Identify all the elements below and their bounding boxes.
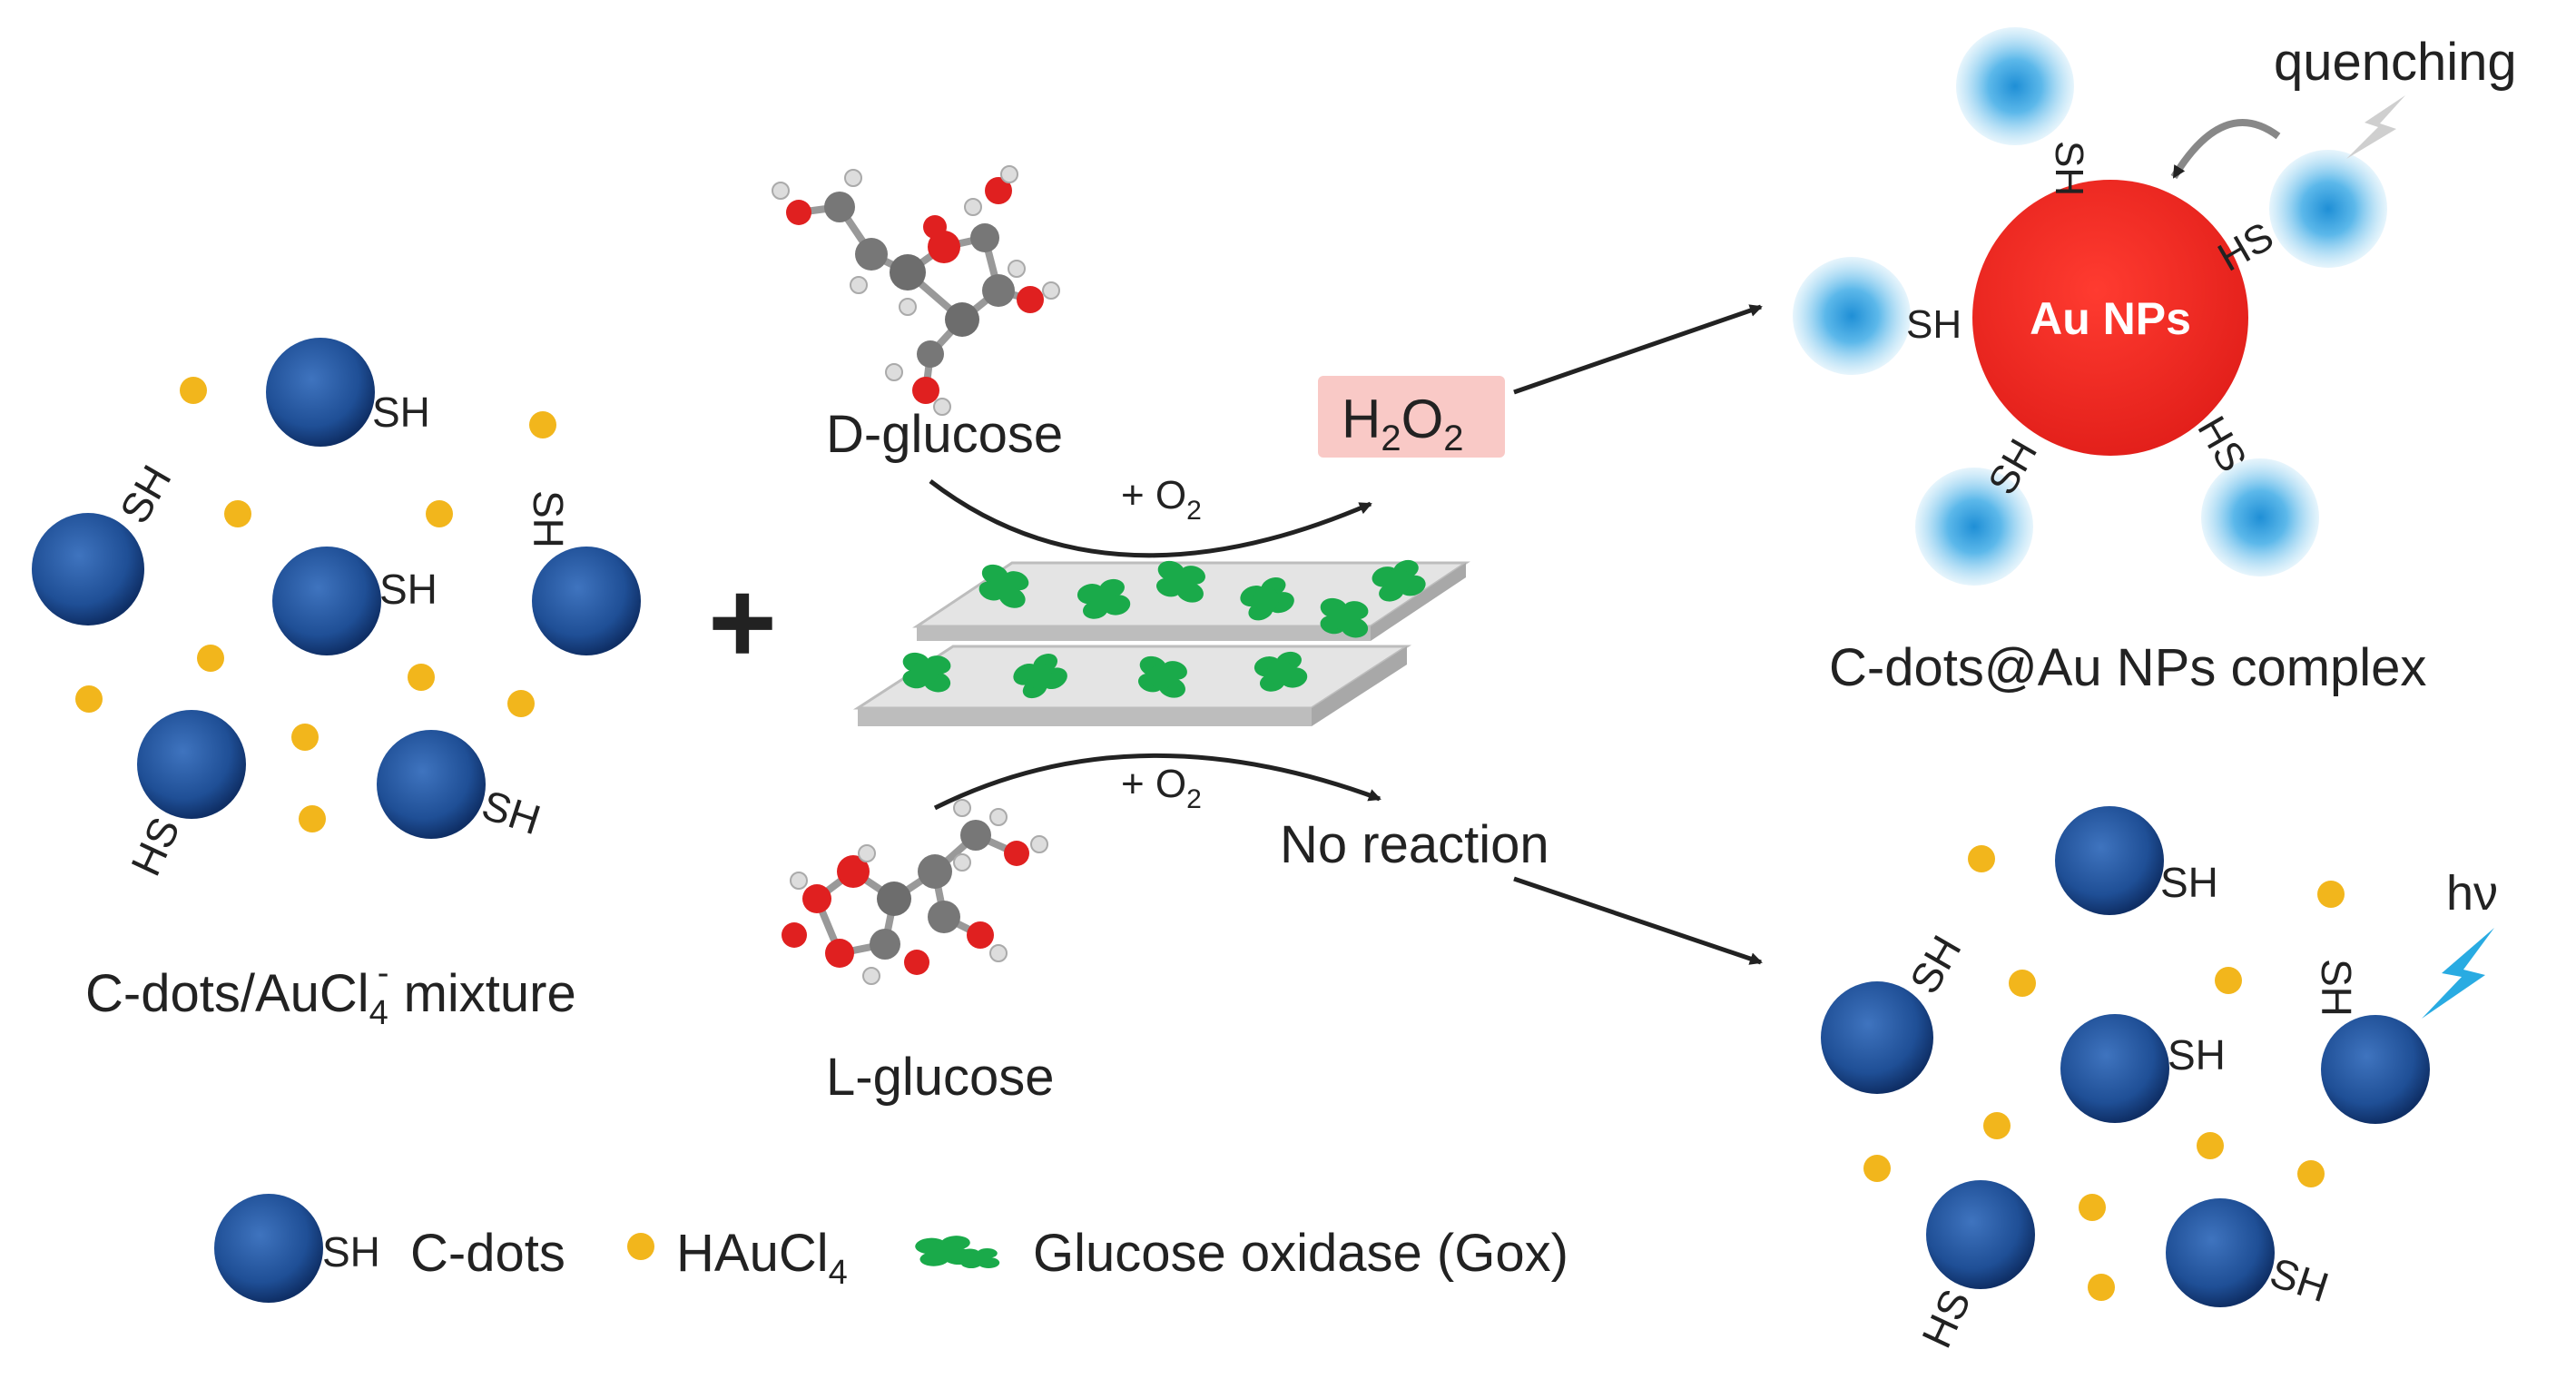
o2-label-top: + O2 bbox=[1121, 473, 1202, 526]
arrow-to-complex bbox=[1513, 304, 1763, 395]
quenching-bolt-icon bbox=[2346, 95, 2405, 159]
legend-c-dots-label: C-dots bbox=[410, 1224, 565, 1283]
arrow-to-mixture bbox=[1513, 876, 1763, 965]
au-nanoparticle bbox=[1972, 180, 2248, 456]
mixture-caption: C-dots/AuCl4- mixture bbox=[85, 954, 576, 1032]
reaction-arrow-top bbox=[929, 479, 1372, 558]
c-dot bbox=[2055, 806, 2164, 915]
c-dot bbox=[1821, 981, 1933, 1094]
thiol-label: SH bbox=[1901, 928, 1971, 1001]
thiol-label: SH bbox=[379, 566, 438, 613]
thiol-label: HS bbox=[122, 810, 189, 882]
haucl4-dot bbox=[180, 377, 207, 404]
c-dot bbox=[2321, 1015, 2430, 1124]
quenching-arrow bbox=[2170, 119, 2281, 180]
legend-haucl4-dot-icon bbox=[627, 1233, 654, 1260]
quenching-label: quenching bbox=[2274, 33, 2517, 92]
haucl4-dot bbox=[75, 685, 103, 713]
haucl4-dot bbox=[291, 724, 319, 751]
c-dot bbox=[32, 513, 144, 625]
thiol-label: SH bbox=[111, 458, 181, 531]
glowing-c-dot bbox=[2269, 150, 2387, 268]
legend-c-dot-icon bbox=[214, 1194, 323, 1303]
haucl4-dot bbox=[1863, 1155, 1891, 1182]
thiol-label: SH bbox=[525, 490, 572, 548]
legend-gox-label: Glucose oxidase (Gox) bbox=[1033, 1224, 1568, 1283]
hv-label: hν bbox=[2446, 866, 2498, 921]
thiol-label: SH bbox=[2047, 141, 2091, 196]
thiol-label: SH bbox=[372, 389, 430, 436]
plus-sign: + bbox=[708, 556, 777, 688]
legend-haucl4-label: HAuCl4 bbox=[676, 1224, 848, 1292]
haucl4-dot bbox=[299, 805, 326, 832]
glowing-c-dot bbox=[1956, 27, 2074, 145]
c-dot bbox=[266, 338, 375, 447]
haucl4-dot bbox=[2009, 970, 2036, 997]
c-dot bbox=[272, 547, 381, 655]
haucl4-dots bbox=[75, 377, 556, 832]
thiol-label: SH bbox=[477, 781, 546, 843]
thiol-label: HS bbox=[1912, 1282, 1980, 1354]
thiol-label: SH bbox=[2313, 959, 2360, 1017]
au-nps-label: Au NPs bbox=[2030, 293, 2191, 344]
haucl4-dot bbox=[2297, 1160, 2325, 1187]
haucl4-dot bbox=[507, 690, 535, 717]
glowing-c-dot bbox=[1915, 468, 2033, 586]
c-dot bbox=[2060, 1014, 2169, 1123]
c-dot bbox=[137, 710, 246, 819]
glowing-c-dot bbox=[2201, 458, 2319, 576]
c-dot bbox=[1926, 1180, 2035, 1289]
light-bolt-icon bbox=[2422, 928, 2494, 1019]
haucl4-dot bbox=[426, 500, 453, 527]
legend-gox-icon-part bbox=[959, 1248, 1000, 1268]
haucl4-dot bbox=[408, 664, 435, 691]
haucl4-dot bbox=[2088, 1274, 2115, 1301]
c-dot bbox=[2166, 1198, 2275, 1307]
haucl4-dot bbox=[2215, 967, 2242, 994]
l-glucose-molecule bbox=[782, 799, 1048, 985]
legend-thiol-label: SH bbox=[322, 1228, 380, 1276]
d-glucose-label: D-glucose bbox=[826, 405, 1063, 464]
thiol-label: SH bbox=[2168, 1031, 2226, 1079]
haucl4-dot bbox=[224, 500, 251, 527]
o2-label-bottom: + O2 bbox=[1121, 762, 1202, 814]
d-glucose-molecule bbox=[772, 165, 1060, 416]
haucl4-dot bbox=[1983, 1112, 2011, 1139]
glowing-c-dot bbox=[1793, 257, 1911, 375]
no-reaction-label: No reaction bbox=[1280, 815, 1549, 874]
haucl4-dot bbox=[2197, 1132, 2224, 1159]
c-dot bbox=[377, 730, 486, 839]
h2o2-label: H2O2 bbox=[1342, 389, 1464, 458]
haucl4-dot bbox=[2079, 1194, 2106, 1221]
complex-caption: C-dots@Au NPs complex bbox=[1829, 638, 2426, 697]
c-dot bbox=[532, 547, 641, 655]
mixture-cluster: SH SH SH SH HS SH bbox=[32, 338, 641, 882]
thiol-label: SH bbox=[2160, 859, 2218, 906]
h2o2-box: H2O2 bbox=[1318, 376, 1505, 458]
haucl4-dot bbox=[1968, 845, 1995, 872]
haucl4-dot bbox=[2317, 881, 2345, 908]
l-glucose-label: L-glucose bbox=[826, 1048, 1054, 1107]
legend: SH C-dots HAuCl4 Glucose oxidase (Gox) bbox=[214, 1194, 1568, 1303]
haucl4-dot bbox=[197, 645, 224, 672]
unreacted-cluster: SH SH SH SH HS SH hν bbox=[1821, 806, 2498, 1354]
thiol-label: SH bbox=[2265, 1248, 2335, 1311]
reaction-arrow-bottom bbox=[933, 753, 1381, 811]
haucl4-dot bbox=[529, 411, 556, 438]
au-complex: Au NPs SH SH HS SH HS quenching bbox=[1793, 27, 2517, 586]
thiol-label: SH bbox=[1906, 302, 1961, 347]
